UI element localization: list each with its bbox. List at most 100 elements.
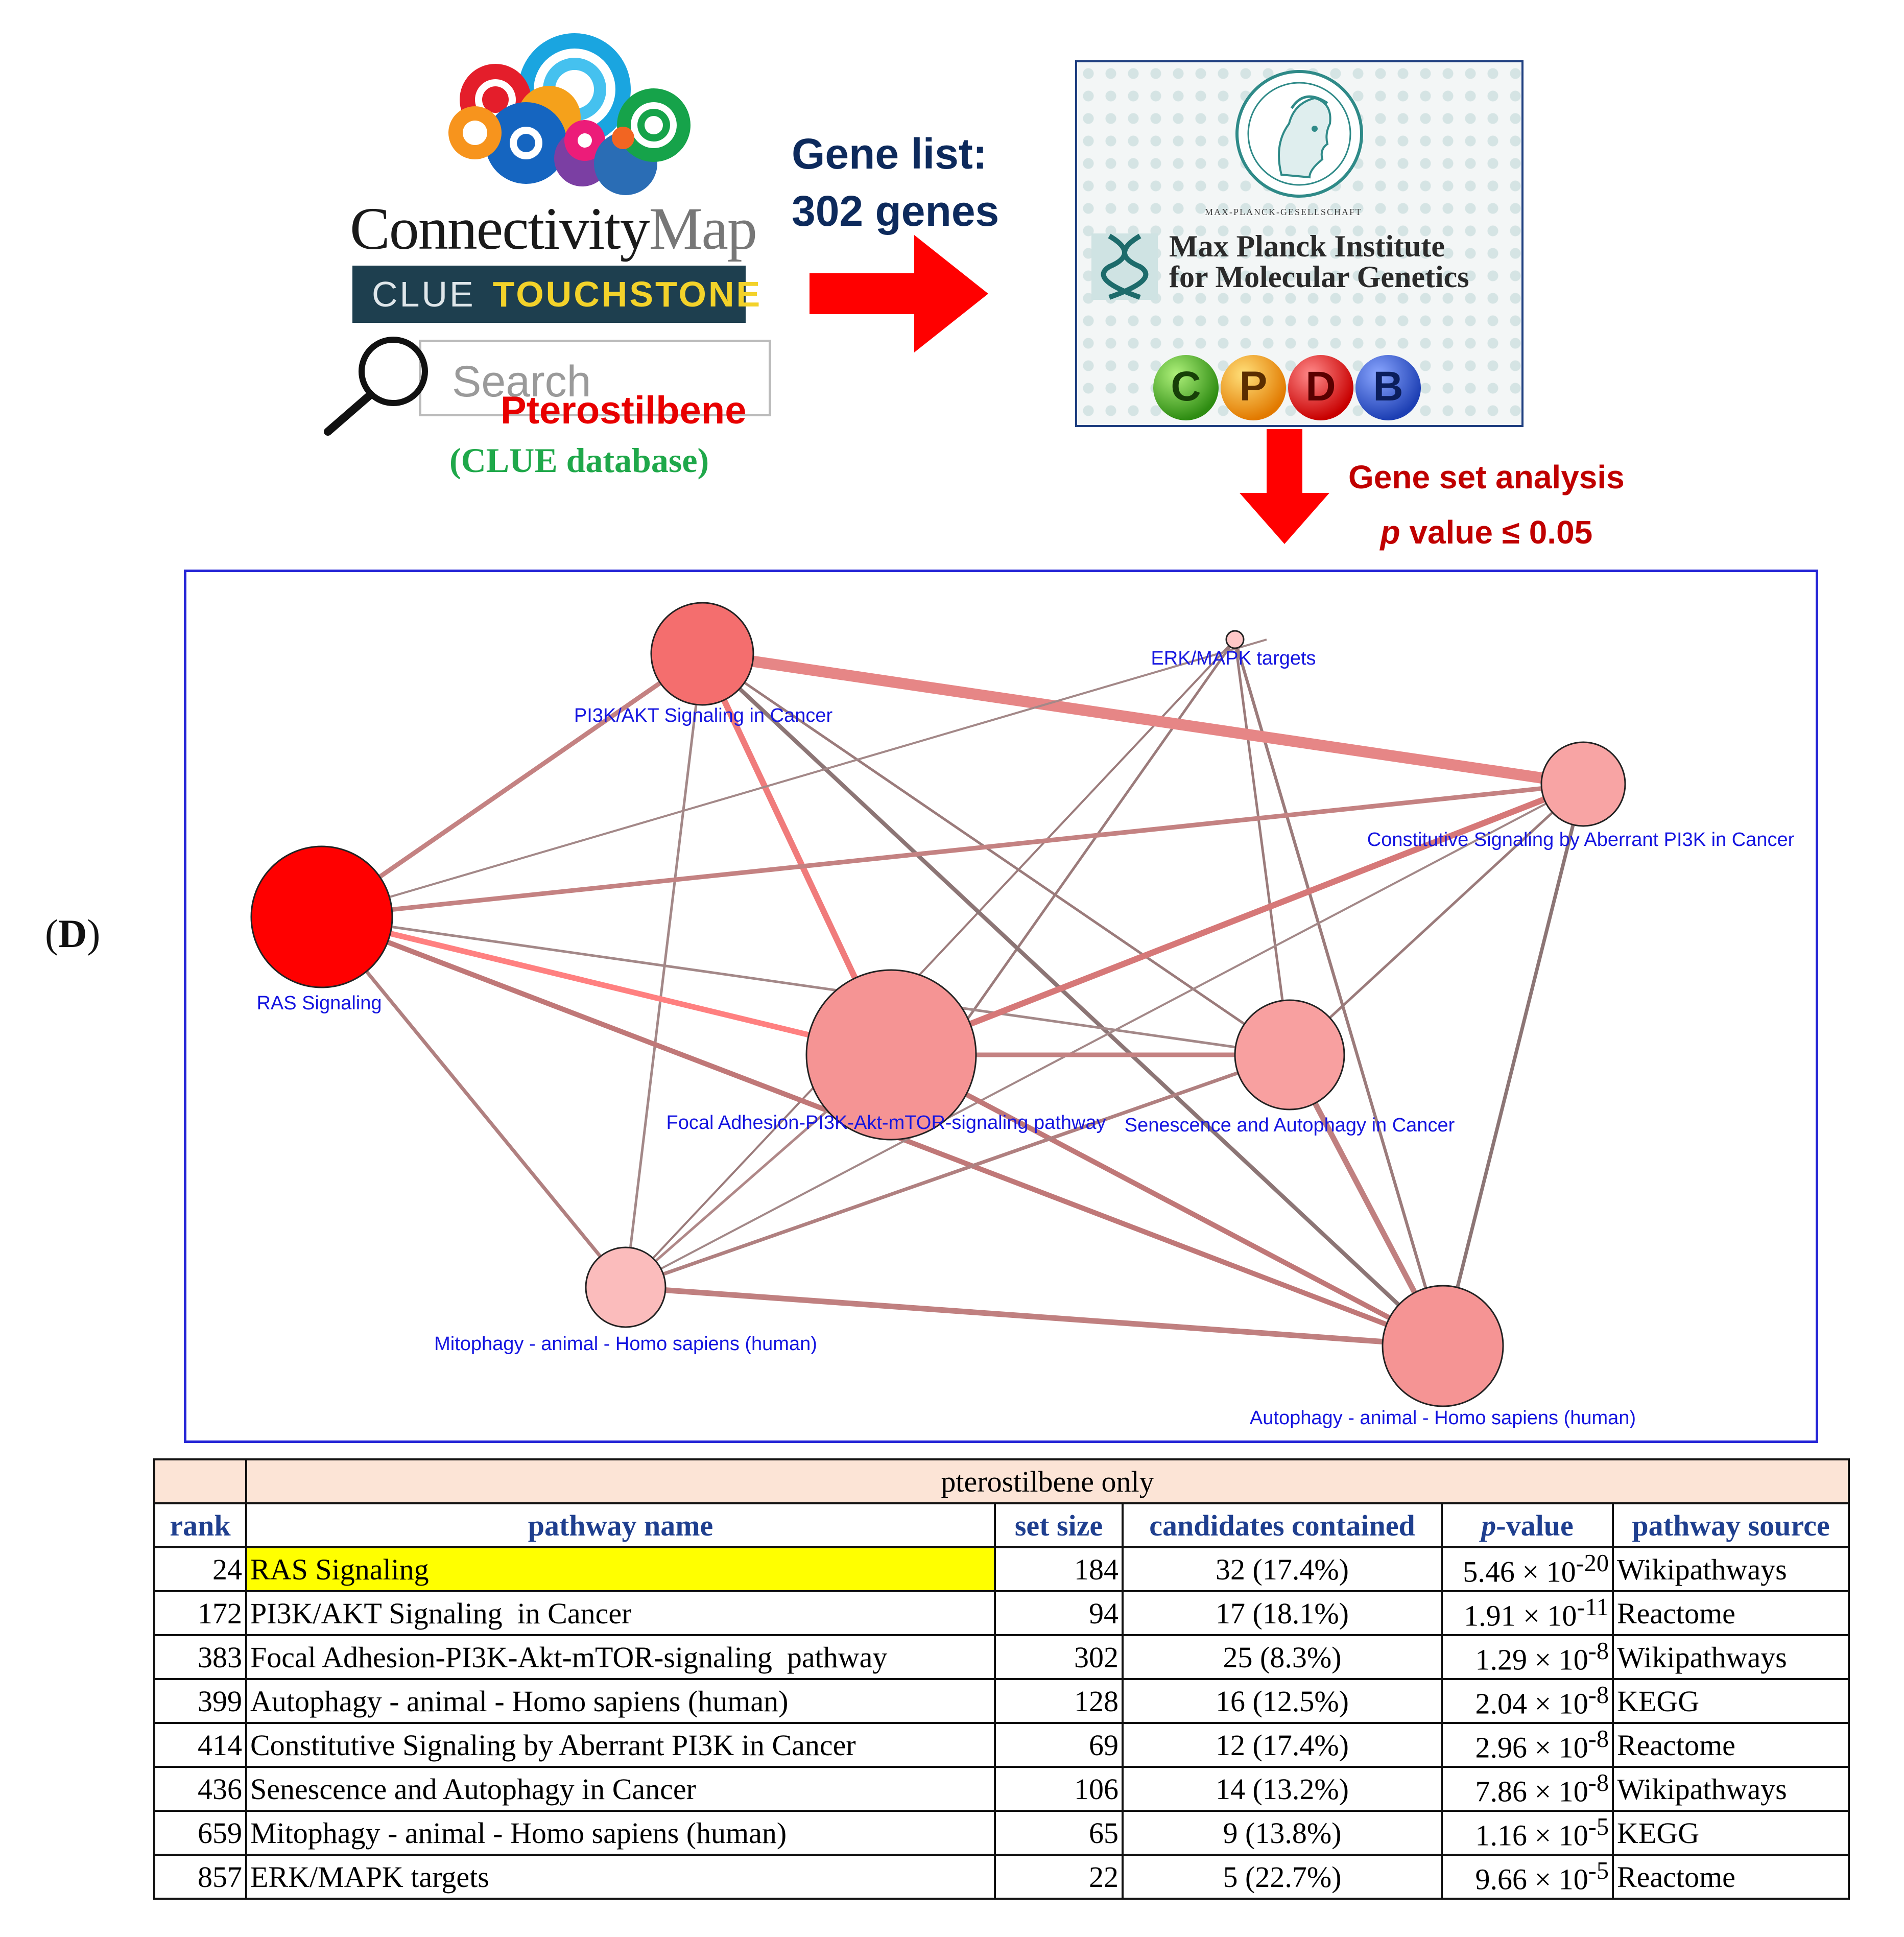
down-arrow [1240, 429, 1329, 544]
panel-label: (D) [45, 911, 101, 956]
cell-size: 302 [994, 1634, 1124, 1680]
node-senescence [1234, 999, 1345, 1111]
edge [625, 783, 1584, 1288]
cell-candidates: 32 (17.4%) [1122, 1546, 1443, 1592]
cell-name: ERK/MAPK targets [245, 1854, 996, 1900]
cpdb-badges: C P D B [1153, 355, 1421, 420]
cell-source: Reactome [1612, 1722, 1850, 1768]
cell-name: Senescence and Autophagy in Cancer [245, 1766, 996, 1812]
group-header: pterostilbene only [245, 1458, 1850, 1504]
edge [1441, 784, 1585, 1347]
cell-rank: 659 [153, 1810, 247, 1856]
edge [625, 1053, 1291, 1289]
edge [321, 914, 892, 1058]
cell-source: KEGG [1612, 1678, 1850, 1724]
analysis-criteria: Gene set analysis p value ≤ 0.05 [1348, 459, 1625, 551]
table-row: 414 Constitutive Signaling by Aberrant P… [153, 1722, 1850, 1768]
cpdb-logo-panel: MAX-PLANCK-GESELLSCHAFT Max Planck Insti… [1075, 60, 1524, 427]
cell-rank: 857 [153, 1854, 247, 1900]
edge [890, 1052, 1444, 1349]
cpdb-letter-b: B [1373, 363, 1403, 410]
edge [1233, 639, 1444, 1347]
table-row: 172 PI3K/AKT Signaling in Cancer 94 17 (… [153, 1590, 1850, 1636]
cell-size: 65 [994, 1810, 1124, 1856]
table-row: 383 Focal Adhesion-PI3K-Akt-mTOR-signali… [153, 1634, 1850, 1680]
table-row: 659 Mitophagy - animal - Homo sapiens (h… [153, 1810, 1850, 1856]
mpi-society-text: MAX-PLANCK-GESELLSCHAFT [1205, 207, 1363, 217]
pathway-network: PI3K/AKT Signaling in Cancer ERK/MAPK ta… [184, 570, 1818, 1443]
cpdb-letter-p: P [1240, 363, 1268, 410]
node-label-mitophagy: Mitophagy - animal - Homo sapiens (human… [434, 1333, 817, 1355]
col-header-pathway-name: pathway name [245, 1502, 996, 1548]
clue-touchstone-banner: CLUE TOUCHSTONE [352, 266, 760, 323]
table-row: 24 RAS Signaling 184 32 (17.4%) 5.46 × 1… [153, 1546, 1850, 1592]
node-autophagy [1382, 1285, 1504, 1407]
node-label-pi3k: PI3K/AKT Signaling in Cancer [574, 705, 833, 726]
edge [1233, 639, 1291, 1055]
cell-size: 106 [994, 1766, 1124, 1812]
cell-candidates: 9 (13.8%) [1122, 1810, 1443, 1856]
edge [701, 652, 1444, 1348]
nodes [250, 602, 1626, 1407]
cell-p-value: 2.96 × 10-8 [1441, 1722, 1614, 1768]
node-label-constitutive: Constitutive Signaling by Aberrant PI3K … [1367, 829, 1795, 851]
edge [624, 653, 704, 1288]
edge [320, 652, 704, 919]
node-mitophagy [585, 1246, 667, 1328]
cell-name: RAS Signaling [245, 1546, 996, 1592]
cell-rank: 383 [153, 1634, 247, 1680]
node-pi3k [650, 602, 754, 706]
cell-rank: 172 [153, 1590, 247, 1636]
cell-size: 184 [994, 1546, 1124, 1592]
cell-size: 69 [994, 1722, 1124, 1768]
cell-size: 94 [994, 1590, 1124, 1636]
cell-source: Wikipathways [1612, 1634, 1850, 1680]
node-label-ras: RAS Signaling [256, 993, 382, 1014]
touchstone-label: TOUCHSTONE [492, 274, 763, 314]
cell-rank: 414 [153, 1722, 247, 1768]
cell-p-value: 5.46 × 10-20 [1441, 1546, 1614, 1592]
node-ras [250, 845, 393, 988]
node-constitutive [1540, 741, 1626, 827]
edge [320, 915, 627, 1289]
cell-p-value: 1.91 × 10-11 [1441, 1590, 1614, 1636]
table-group-header-row: pterostilbene only [153, 1458, 1850, 1504]
minerva-seal-icon [1235, 70, 1363, 198]
node-label-senescence: Senescence and Autophagy in Cancer [1124, 1115, 1455, 1136]
cell-candidates: 5 (22.7%) [1122, 1854, 1443, 1900]
cell-p-value: 1.16 × 10-5 [1441, 1810, 1614, 1856]
cpdb-letter-d: D [1305, 363, 1336, 410]
col-header-source: pathway source [1612, 1502, 1850, 1548]
cell-size: 22 [994, 1854, 1124, 1900]
cell-rank: 436 [153, 1766, 247, 1812]
col-header-rank: rank [153, 1502, 247, 1548]
cell-source: Wikipathways [1612, 1546, 1850, 1592]
cell-rank: 399 [153, 1678, 247, 1724]
table-row: 436 Senescence and Autophagy in Cancer 1… [153, 1766, 1850, 1812]
magnifier-icon [324, 337, 428, 436]
connectivity-map-title: ConnectivityMap [350, 195, 757, 262]
table-column-header-row: rank pathway name set size candidates co… [153, 1502, 1850, 1548]
col-header-candidates: candidates contained [1122, 1502, 1443, 1548]
search-placeholder: Search [452, 357, 591, 406]
table-row: 399 Autophagy - animal - Homo sapiens (h… [153, 1678, 1850, 1724]
cpdb-letter-c: C [1171, 363, 1201, 410]
cell-source: Wikipathways [1612, 1766, 1850, 1812]
connectivity-map-logo-circles [448, 33, 691, 195]
cell-candidates: 14 (13.2%) [1122, 1766, 1443, 1812]
cell-size: 128 [994, 1678, 1124, 1724]
edge [941, 639, 1236, 1056]
cell-name: Autophagy - animal - Homo sapiens (human… [245, 1678, 996, 1724]
cell-name: Constitutive Signaling by Aberrant PI3K … [245, 1722, 996, 1768]
node-label-focal: Focal Adhesion-PI3K-Akt-mTOR-signaling p… [666, 1112, 1106, 1133]
cell-candidates: 12 (17.4%) [1122, 1722, 1443, 1768]
cell-source: Reactome [1612, 1854, 1850, 1900]
cell-source: Reactome [1612, 1590, 1850, 1636]
cell-p-value: 9.66 × 10-5 [1441, 1854, 1614, 1900]
query-compound: Pterostilbene [501, 389, 747, 432]
node-focal [805, 969, 977, 1141]
edge [890, 781, 1585, 1058]
cell-candidates: 17 (18.1%) [1122, 1590, 1443, 1636]
cell-p-value: 1.29 × 10-8 [1441, 1634, 1614, 1680]
node-label-erk: ERK/MAPK targets [1151, 648, 1316, 669]
